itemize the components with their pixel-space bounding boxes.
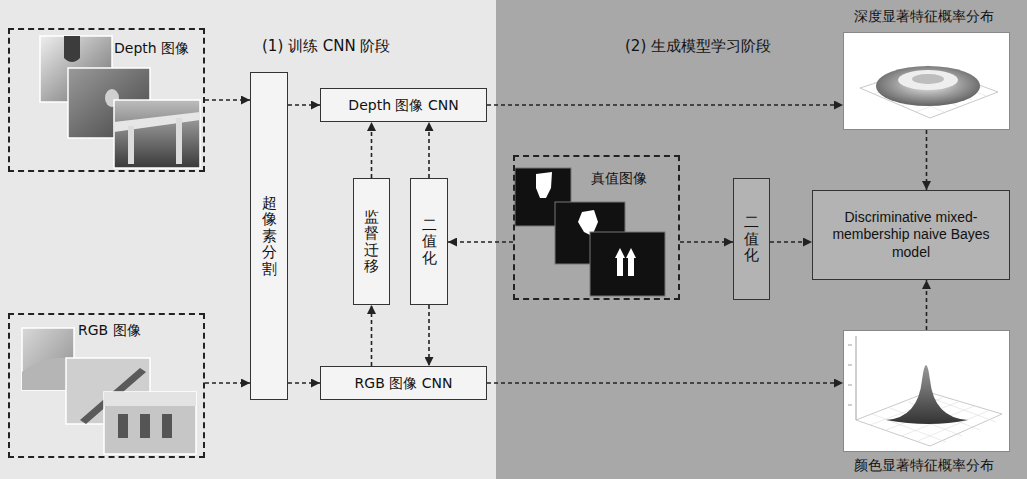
node-label: 深度显著特征概率分布 xyxy=(854,8,994,25)
dashed-arrow xyxy=(371,305,373,366)
depth-photos xyxy=(40,36,200,168)
node-label: RGB 图像 xyxy=(78,322,141,339)
ground-truth-masks xyxy=(515,168,665,296)
dashed-arrow xyxy=(288,104,320,106)
cnn-box: Depth 图像 CNN xyxy=(320,88,487,122)
dashed-arrow xyxy=(926,280,928,330)
vertical-label: 超像素分割 xyxy=(262,195,277,278)
dashed-arrow xyxy=(205,99,250,101)
node-label: Depth 图像 CNN xyxy=(348,97,458,114)
node-label: RGB 图像 CNN xyxy=(355,375,453,392)
dashed-arrow xyxy=(487,104,843,106)
model-box: Discriminative mixed-membership naive Ba… xyxy=(812,190,1010,280)
dashed-arrow xyxy=(680,241,733,243)
vertical-label: 二值化 xyxy=(422,217,437,267)
vertical-label: 二值化 xyxy=(744,214,759,264)
process-box: 二值化 xyxy=(410,178,448,305)
vertical-label: 监督迁移 xyxy=(364,209,379,275)
dashed-arrow xyxy=(487,382,843,384)
dashed-arrow xyxy=(770,241,812,243)
rgb-photos xyxy=(22,328,196,454)
distribution-plot: 深度显著特征概率分布 xyxy=(843,32,1010,130)
image-group: RGB 图像 xyxy=(8,313,205,458)
color-distribution-plot xyxy=(843,330,1010,452)
stage-label: (1) 训练 CNN 阶段 xyxy=(262,37,390,56)
node-label: Discriminative mixed-membership naive Ba… xyxy=(825,209,997,262)
process-box: 二值化 xyxy=(733,178,770,300)
dashed-arrow xyxy=(448,241,513,243)
stage-panel xyxy=(0,0,496,479)
stage-panel xyxy=(496,0,1027,479)
image-group: 真值图像 xyxy=(513,155,680,300)
dashed-arrow xyxy=(926,130,928,190)
stage-label: (2) 生成模型学习阶段 xyxy=(625,37,771,56)
node-label: 颜色显著特征概率分布 xyxy=(854,457,994,474)
node-label: Depth 图像 xyxy=(114,40,189,57)
cnn-box: RGB 图像 CNN xyxy=(320,366,487,400)
dashed-arrow xyxy=(205,382,250,384)
depth-distribution-plot xyxy=(843,32,1010,130)
node-label: 真值图像 xyxy=(591,170,647,187)
dashed-arrow xyxy=(428,122,430,178)
process-box: 监督迁移 xyxy=(353,178,390,305)
dashed-arrow xyxy=(428,305,430,366)
process-box: 超像素分割 xyxy=(250,72,288,400)
dashed-arrow xyxy=(371,122,373,178)
distribution-plot: 颜色显著特征概率分布 xyxy=(843,330,1010,452)
image-group: Depth 图像 xyxy=(8,28,205,172)
dashed-arrow xyxy=(288,382,320,384)
